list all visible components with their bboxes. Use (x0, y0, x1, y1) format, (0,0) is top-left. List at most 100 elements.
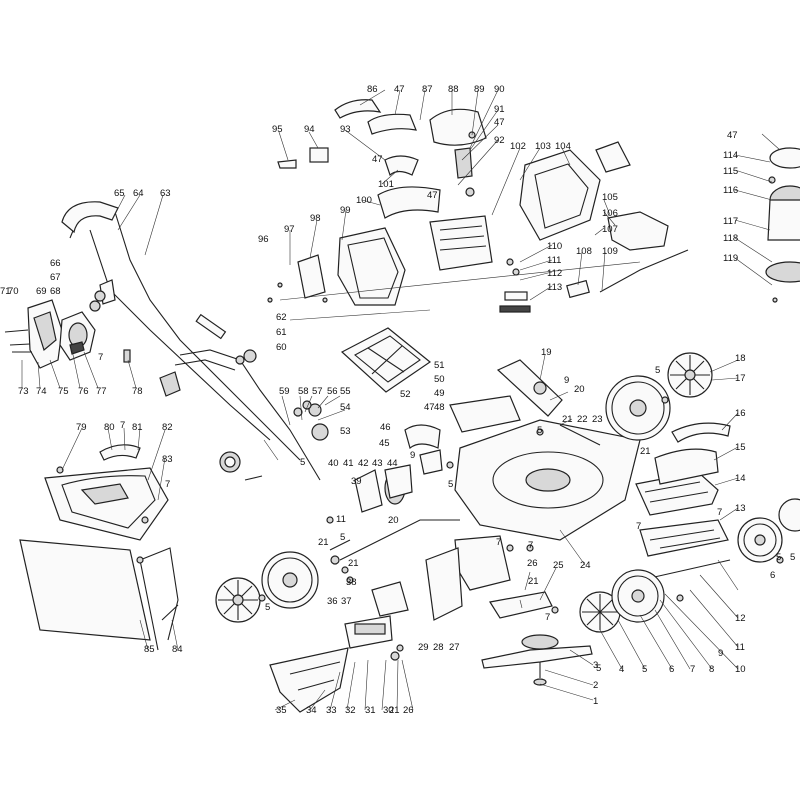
collector-handle (99, 444, 141, 461)
callout-47: 47 (494, 117, 505, 128)
callout-7: 7 (98, 352, 103, 363)
callout-11: 11 (336, 514, 346, 525)
callout-85: 85 (144, 644, 155, 655)
callout-37: 37 (341, 596, 352, 607)
callout-64: 64 (133, 188, 144, 199)
callout-57: 57 (312, 386, 323, 397)
callout-83: 83 (162, 454, 173, 465)
callout-59: 59 (279, 386, 290, 397)
callout-33: 33 (326, 705, 337, 716)
callout-21: 21 (389, 705, 400, 716)
latch-101 (384, 155, 419, 177)
callout-68: 68 (50, 286, 61, 297)
callout-29: 29 (418, 642, 429, 653)
part-95 (277, 159, 297, 169)
axle-12 (649, 559, 731, 579)
callout-73: 73 (18, 386, 29, 397)
cover-86 (334, 99, 382, 119)
callout-114: 114 (723, 150, 738, 161)
callout-65: 65 (114, 188, 125, 199)
callout-21: 21 (562, 414, 573, 425)
callout-96: 96 (258, 234, 269, 245)
callout-70: 70 (8, 286, 19, 297)
blade-assembly (269, 535, 593, 713)
callout-17: 17 (735, 373, 746, 384)
callout-53: 53 (340, 426, 351, 437)
hubcap-left (215, 577, 261, 623)
callout-2: 2 (593, 680, 598, 691)
callout-69: 69 (36, 286, 47, 297)
handle-tube (195, 313, 227, 340)
callout-5: 5 (790, 552, 795, 563)
height-lever-19 (496, 359, 563, 417)
callout-118: 118 (723, 233, 738, 244)
bracket-44 (384, 464, 413, 499)
callout-41: 41 (343, 458, 354, 469)
wheel-front-left (261, 551, 319, 609)
callout-97: 97 (284, 224, 295, 235)
callout-5: 5 (655, 365, 660, 376)
callout-21: 21 (348, 558, 359, 569)
callout-77: 77 (96, 386, 107, 397)
callout-14: 14 (735, 473, 746, 484)
callout-44: 44 (387, 458, 398, 469)
callout-5: 5 (448, 479, 453, 490)
front-cover (337, 227, 406, 306)
callout-21: 21 (640, 446, 651, 457)
part-29 (371, 581, 409, 617)
callout-27: 27 (449, 642, 460, 653)
callout-110: 110 (547, 241, 562, 252)
callout-26: 26 (527, 558, 538, 569)
callout-47: 47 (424, 402, 435, 413)
callout-92: 92 (494, 135, 505, 146)
bracket-105 (607, 211, 669, 251)
callout-22: 22 (577, 414, 588, 425)
part-113 (499, 305, 531, 313)
adjuster-65 (159, 371, 181, 397)
callout-108: 108 (576, 246, 592, 257)
callout-47: 47 (727, 130, 738, 141)
callout-20: 20 (388, 515, 399, 526)
callout-7: 7 (120, 420, 125, 431)
mulch-chute-35 (269, 647, 349, 713)
callout-16: 16 (735, 408, 746, 419)
callout-30: 30 (383, 705, 394, 716)
knob-53 (311, 423, 329, 441)
callout-67: 67 (50, 272, 61, 283)
part-94 (309, 147, 329, 163)
callout-93: 93 (340, 124, 351, 135)
callout-11: 11 (735, 642, 745, 653)
wheel-rear-right (737, 498, 800, 563)
top-cover-parts (277, 99, 487, 219)
callout-5: 5 (265, 602, 270, 613)
knob-54 (308, 403, 322, 417)
callout-106: 106 (602, 208, 618, 219)
wheel-front-6 (611, 569, 665, 623)
callout-95: 95 (272, 124, 283, 135)
wheels (215, 352, 800, 633)
callout-1: 1 (593, 696, 598, 707)
callout-113: 113 (547, 282, 562, 293)
callout-99: 99 (340, 205, 351, 216)
switch-box (4, 290, 131, 369)
callout-12: 12 (735, 613, 746, 624)
callout-90: 90 (494, 84, 505, 95)
callout-4: 4 (619, 664, 624, 675)
callout-55: 55 (340, 386, 351, 397)
callout-76: 76 (78, 386, 89, 397)
callout-36: 36 (327, 596, 338, 607)
blade-adapter (521, 634, 559, 650)
callout-40: 40 (328, 458, 339, 469)
mulch-plate-13 (639, 519, 729, 557)
grass-collector (19, 444, 179, 651)
callout-43: 43 (372, 458, 383, 469)
callout-81: 81 (132, 422, 143, 433)
callout-104: 104 (555, 141, 571, 152)
knob-61 (235, 355, 245, 365)
callout-5: 5 (340, 532, 345, 543)
handle-assembly (61, 201, 329, 481)
callout-20: 20 (574, 384, 585, 395)
battery-lid (429, 108, 487, 146)
